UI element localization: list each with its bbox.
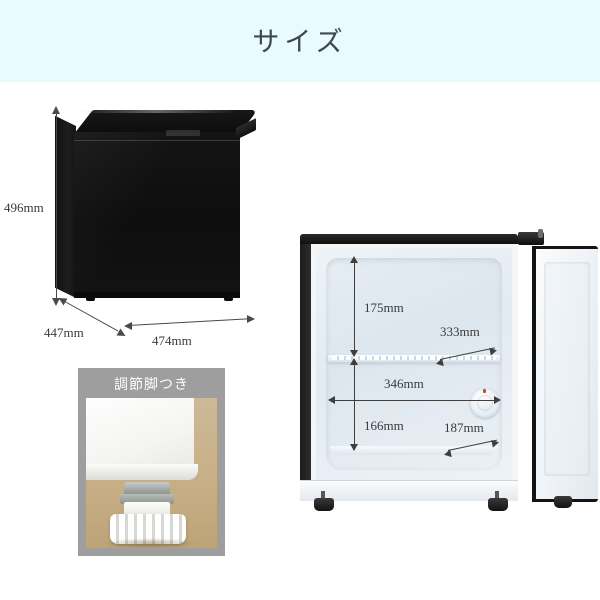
lower-height-line [354,364,355,450]
interior-lower-height-label: 166mm [364,418,404,433]
product-door-seam [74,140,240,141]
lower-height-arrow-bottom [350,444,358,451]
width-dimension-line [127,318,252,326]
appliance-base-rim [86,464,198,480]
cabinet-top-frame [300,234,518,244]
thermostat-knob [477,395,493,411]
adjustable-leg-photo [86,398,217,548]
cabinet-left-frame [300,236,311,494]
exterior-width-label: 474mm [152,333,192,348]
exterior-product-figure: 496mm 447mm 474mm [0,90,290,355]
adjustable-leg-inset: 調節脚つき [78,368,225,556]
header-band: サイズ [0,0,600,82]
product-door-front [74,132,240,294]
interior-width-arrow-right [494,396,501,404]
upper-depth-arrow-left [435,358,444,368]
door-hinge [518,232,544,245]
leg-floor-shadow [104,538,196,548]
lower-depth-arrow-right [491,438,500,448]
interior-upper-depth-label: 333mm [440,324,480,339]
interior-product-figure: 175mm 333mm 346mm 166mm 187mm [292,228,600,533]
lower-height-arrow-top [350,358,358,365]
wire-shelf-grid [332,356,496,360]
product-foot-left [86,296,95,301]
upper-height-arrow-top [350,256,358,263]
inset-caption: 調節脚つき [114,376,189,392]
lower-depth-arrow-left [443,449,452,459]
upper-depth-arrow-right [489,346,498,356]
product-side-panel [55,115,76,298]
product-top-highlight [76,110,239,113]
width-arrow-right [247,315,255,323]
interior-width-label: 346mm [384,376,424,391]
thermostat-indicator-icon [483,389,486,393]
cabinet-foot-right [488,498,508,511]
open-door-inner-liner [544,262,590,476]
upper-height-line [354,262,355,356]
leg-collar [124,502,170,516]
upper-height-arrow-bottom [350,350,358,357]
cabinet-base-panel [300,480,518,501]
cabinet-foot-left-stem [321,491,325,500]
product-foot-right [224,296,233,301]
door-foot [554,496,572,508]
cabinet-foot-left [314,498,334,511]
interior-width-arrow-left [328,396,335,404]
height-dimension-line [56,112,57,304]
interior-width-line [334,400,498,401]
interior-upper-height-label: 175mm [364,300,404,315]
leg-adjuster-wheel [110,514,186,544]
leg-metal-washer [120,494,174,504]
depth-arrow-end [116,328,128,340]
height-arrow-bottom [52,298,60,306]
interior-lower-depth-label: 187mm [444,420,484,435]
exterior-height-label: 496mm [4,200,44,215]
door-hinge-pin [538,229,543,238]
exterior-depth-label: 447mm [44,325,84,340]
page-title: サイズ [252,27,348,57]
height-arrow-top [52,106,60,114]
product-brand-logo [166,130,200,136]
interior-lower-lip [330,446,498,455]
product-base [74,292,240,298]
cabinet-foot-right-stem [495,491,499,500]
width-arrow-left [124,322,132,330]
